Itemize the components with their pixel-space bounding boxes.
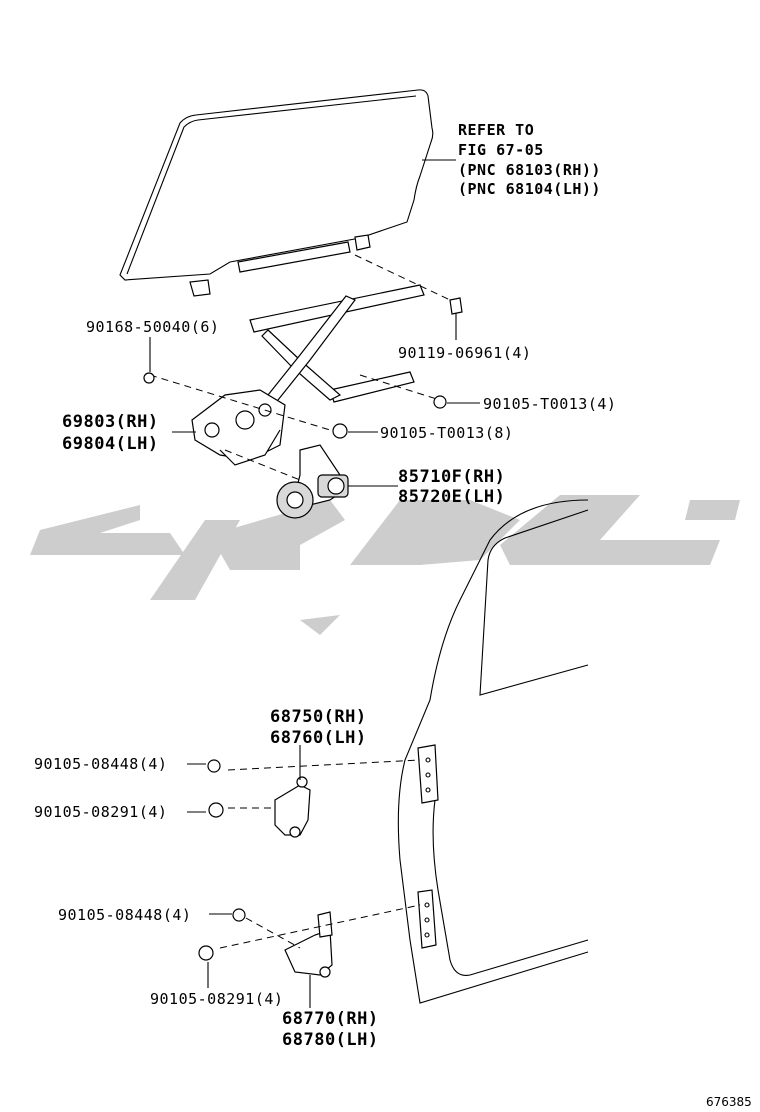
- label-lower-hinge-rh: 68770(RH): [282, 1009, 379, 1029]
- watermark-logo: [30, 495, 740, 635]
- bolt-icon: [232, 908, 246, 922]
- door-body: [397, 499, 589, 1004]
- refer-line-3: (PNC 68103(RH)): [458, 161, 601, 179]
- bolt-icon: [198, 945, 214, 961]
- refer-line-4: (PNC 68104(LH)): [458, 180, 601, 198]
- label-motor-rh: 85710F(RH): [398, 467, 505, 487]
- label-90119: 90119-06961(4): [398, 344, 531, 362]
- label-upper-hinge-rh: 68750(RH): [270, 707, 367, 727]
- refer-line-2: FIG 67-05: [458, 141, 544, 159]
- label-motor-lh: 85720E(LH): [398, 487, 505, 507]
- label-regulator-lh: 69804(LH): [62, 434, 159, 454]
- bolt-icon: [208, 802, 224, 818]
- label-lower-08291: 90105-08291(4): [150, 990, 283, 1008]
- lower-door-hinge: [284, 911, 333, 978]
- label-upper-08291: 90105-08291(4): [34, 803, 167, 821]
- window-regulator: [191, 284, 425, 466]
- label-lower-hinge-lh: 68780(LH): [282, 1030, 379, 1050]
- label-lower-08448: 90105-08448(4): [58, 906, 191, 924]
- label-90105-t0013-8: 90105-T0013(8): [380, 424, 513, 442]
- door-glass: [119, 89, 434, 297]
- upper-door-hinge: [274, 776, 311, 838]
- label-upper-hinge-lh: 68760(LH): [270, 728, 367, 748]
- bolt-icon: [143, 297, 463, 439]
- bolt-icon: [207, 759, 221, 773]
- label-90168: 90168-50040(6): [86, 318, 219, 336]
- label-regulator-rh: 69803(RH): [62, 412, 159, 432]
- label-upper-08448: 90105-08448(4): [34, 755, 167, 773]
- label-90105-t0013-4: 90105-T0013(4): [483, 395, 616, 413]
- refer-note: REFER TO FIG 67-05 (PNC 68103(RH)) (PNC …: [458, 121, 601, 198]
- regulator-motor: [276, 444, 349, 519]
- figure-code: 676385: [706, 1095, 752, 1109]
- refer-line-1: REFER TO: [458, 121, 534, 139]
